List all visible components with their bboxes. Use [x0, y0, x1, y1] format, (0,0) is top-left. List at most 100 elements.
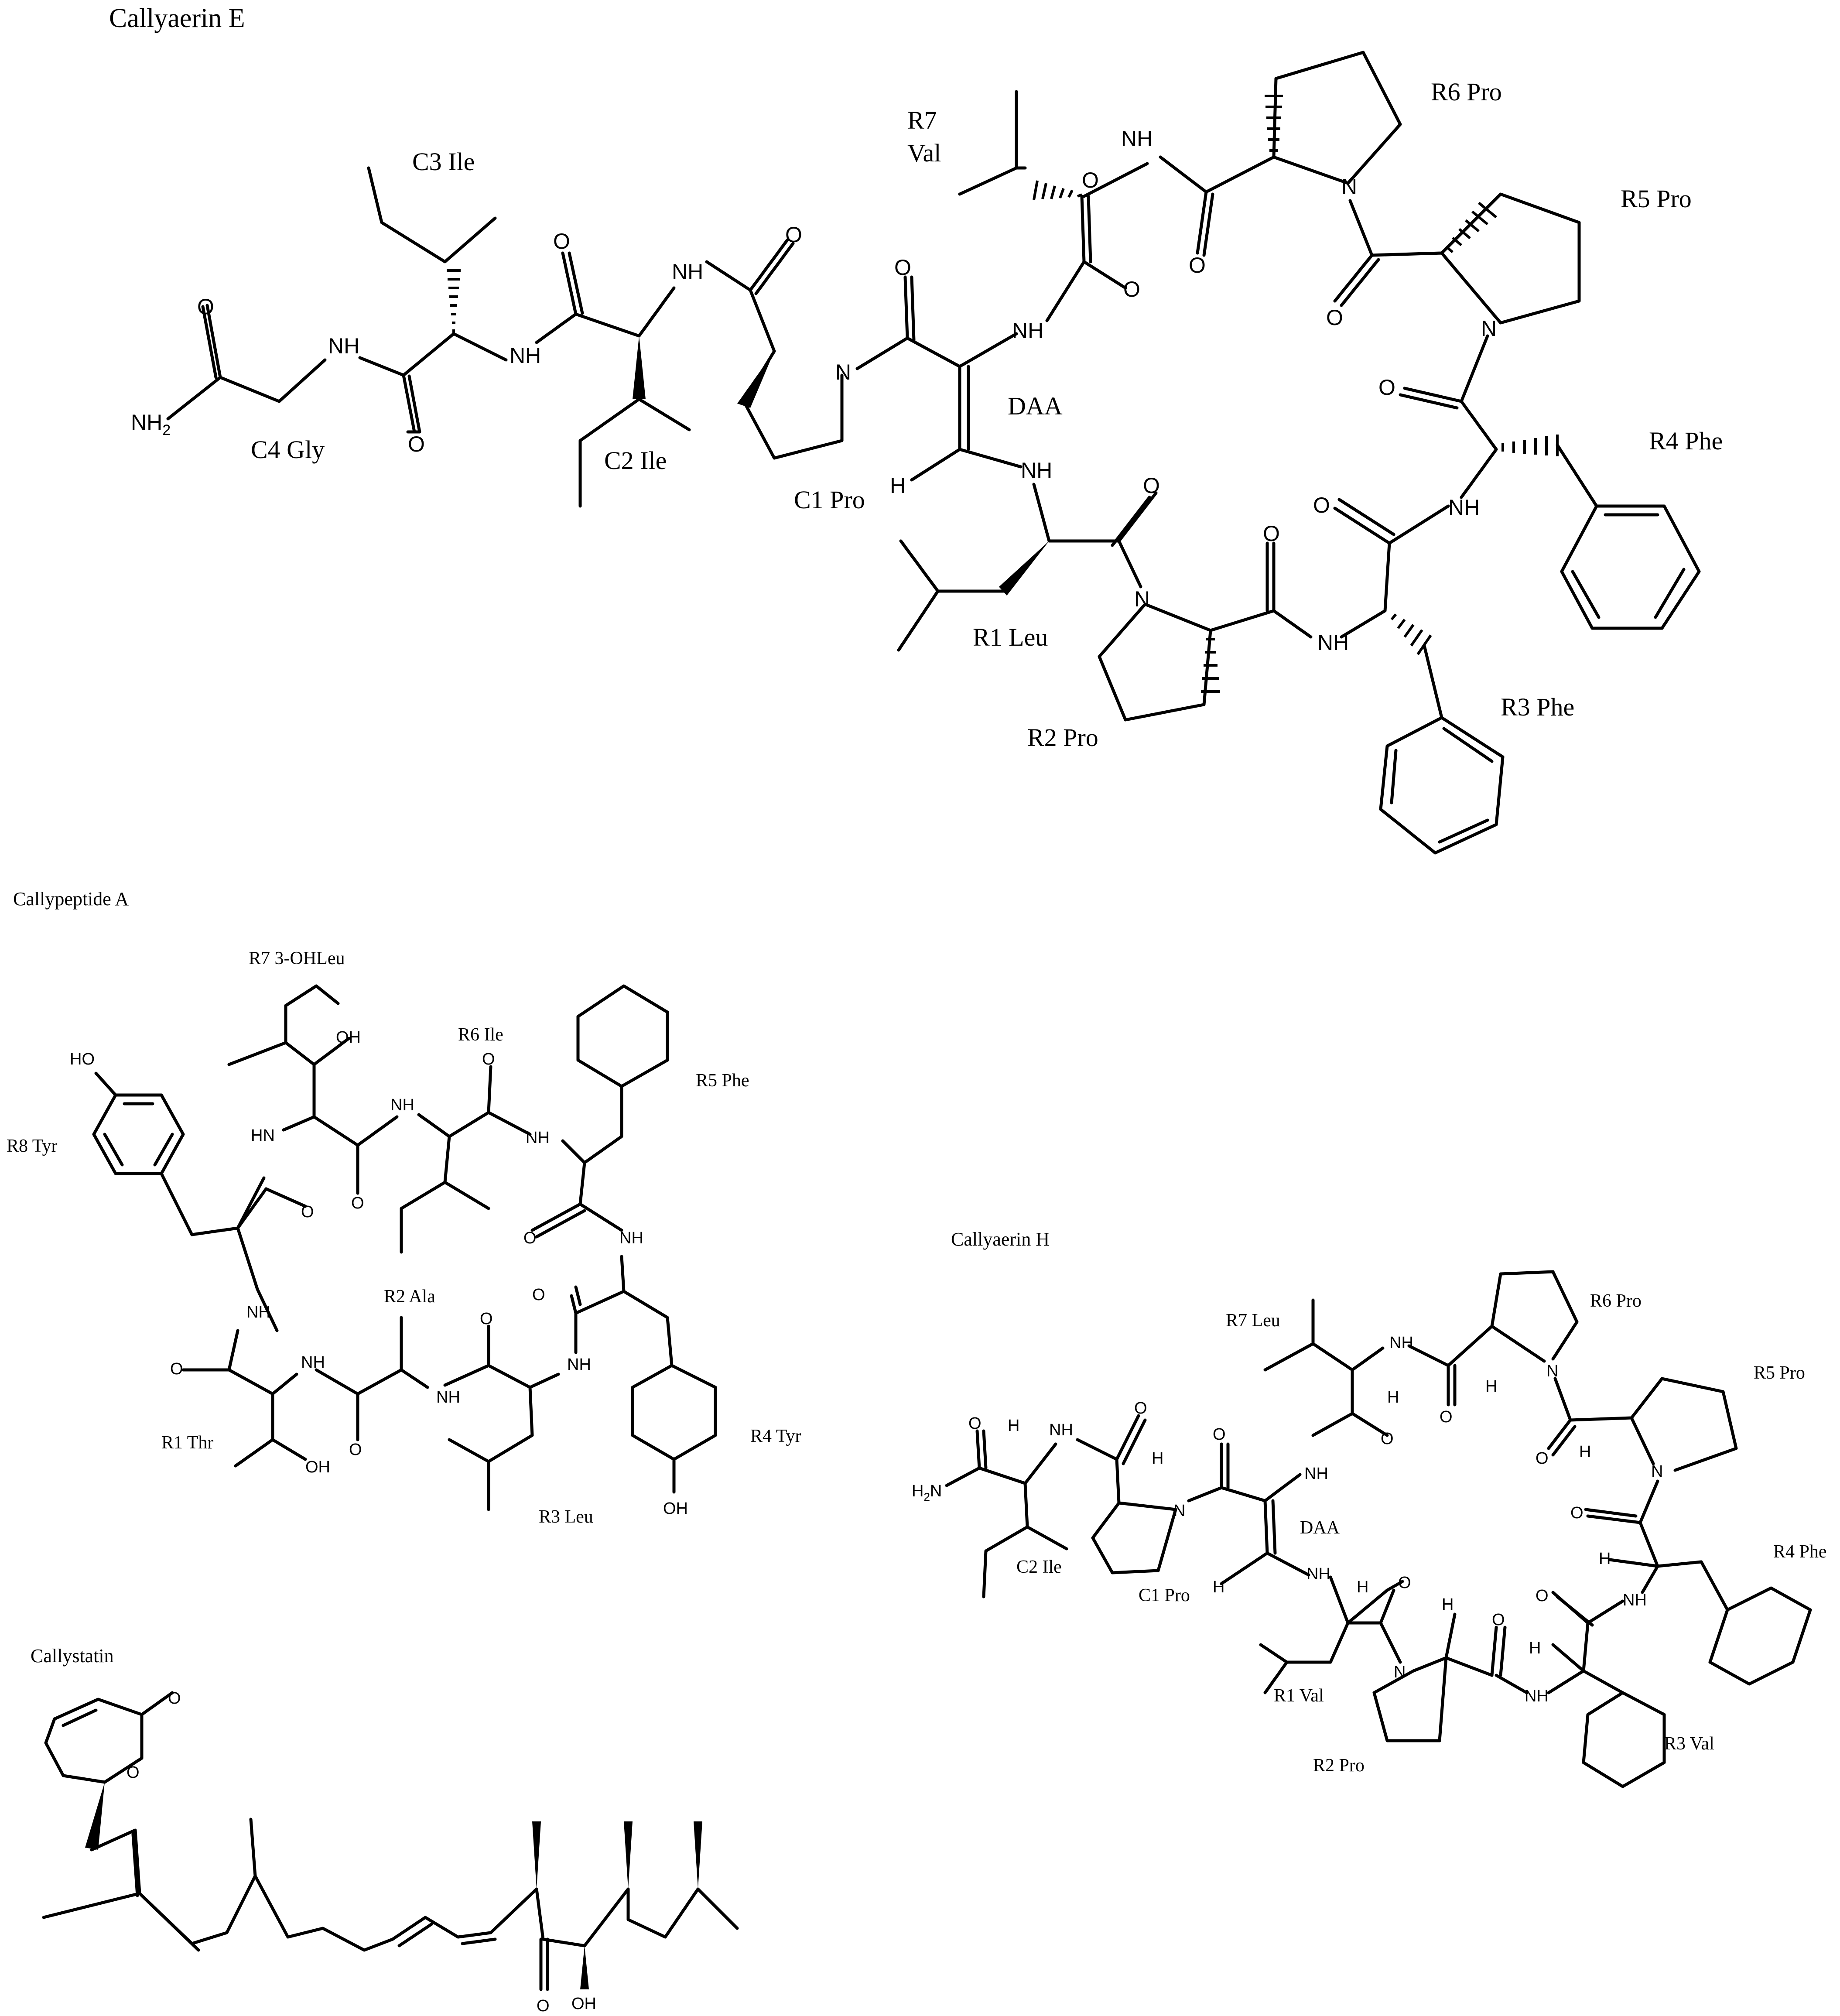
ch-r6-h: H — [1485, 1377, 1497, 1396]
c1-carbonyl-o: O — [785, 222, 802, 247]
callystatin-ketone-o: O — [537, 1997, 550, 2015]
callystatin-ring-o: O — [127, 1763, 140, 1782]
ch-daa-nh-bottom: NH — [1306, 1565, 1330, 1583]
r2-ring-n: N — [1134, 587, 1150, 611]
r2-hash-bond — [1201, 638, 1220, 693]
r6-label: R6 Pro — [1431, 78, 1502, 106]
ch-r1-label: R1 Val — [1274, 1686, 1324, 1706]
cpa-r4-nh: NH — [619, 1229, 643, 1247]
ch-r5-n: N — [1651, 1462, 1663, 1481]
ch-r3-h: H — [1529, 1639, 1541, 1657]
r7-label-line1: R7 — [907, 106, 937, 134]
r6-hash-bond — [1265, 95, 1283, 152]
callystatin-structure: Callystatin O O O OH — [31, 1645, 739, 2015]
cpa-r3-label: R3 Leu — [539, 1507, 593, 1527]
r1-carbonyl-o: O — [1143, 473, 1160, 498]
ch-c1-h: H — [1152, 1449, 1163, 1468]
ch-r2-h: H — [1442, 1595, 1454, 1614]
callystatin-title: Callystatin — [31, 1645, 114, 1667]
ch-r3-o: O — [1536, 1587, 1549, 1605]
callystatin-lactone-o: O — [168, 1689, 181, 1708]
r5-carbonyl-o: O — [1326, 305, 1343, 330]
daa-nh-bottom: NH — [1021, 458, 1052, 483]
cpa-r7-o: O — [351, 1194, 364, 1212]
ch-c2-h2n: H2N — [912, 1482, 942, 1503]
ch-r4-label: R4 Phe — [1773, 1542, 1827, 1562]
ch-r5-o: O — [1536, 1449, 1549, 1468]
daa-vinyl-h: H — [890, 473, 906, 498]
ch-r7-h: H — [1387, 1388, 1399, 1407]
ch-r2-o: O — [1492, 1611, 1505, 1629]
ch-r6-o: O — [1440, 1408, 1453, 1426]
callystatin-wedge-4 — [694, 1821, 702, 1889]
ch-r4-nh: NH — [1623, 1591, 1647, 1609]
r7-carbonyl-o: O — [1082, 168, 1099, 192]
callyaerin-e-title: Callyaerin E — [109, 3, 245, 33]
ch-c2-nh: NH — [1049, 1421, 1073, 1439]
r4-label: R4 Phe — [1649, 427, 1723, 455]
daa-label: DAA — [1008, 392, 1063, 420]
callyaerin-h-structure: Callyaerin H R7 Leu R6 Pro R5 Pro R4 Phe… — [912, 1229, 1827, 1788]
ch-r1-o: O — [1398, 1574, 1411, 1592]
callystatin-wedge-2 — [532, 1821, 541, 1889]
cpa-r6-o: O — [482, 1050, 495, 1068]
cpa-r1-nh: NH — [301, 1353, 325, 1372]
cpa-r3-o: O — [480, 1310, 493, 1328]
ch-c1-n: N — [1173, 1502, 1185, 1520]
cpa-r4-oh: OH — [663, 1499, 688, 1518]
callyaerin-h-title: Callyaerin H — [951, 1229, 1050, 1250]
cpa-r1-oh: OH — [305, 1458, 330, 1476]
ch-r3-nh: NH — [1525, 1687, 1549, 1705]
r5-hash-bond — [1445, 202, 1497, 253]
c4-nh2-label: NH2 — [131, 410, 171, 438]
r3-carbonyl-o: O — [1313, 493, 1330, 517]
ch-r6-label: R6 Pro — [1590, 1291, 1642, 1311]
ch-r2-label: R2 Pro — [1313, 1756, 1365, 1776]
cpa-r8-ho: HO — [70, 1050, 95, 1068]
ch-r5-h: H — [1579, 1443, 1591, 1461]
ch-r7-label: R7 Leu — [1226, 1311, 1280, 1331]
r7-hash-bond — [1033, 180, 1083, 200]
cpa-r8-o: O — [301, 1203, 314, 1221]
c1-ring-n: N — [835, 360, 851, 384]
ch-r3-label: R3 Val — [1664, 1734, 1714, 1754]
ch-c1-o: O — [1134, 1399, 1147, 1417]
cpa-r2-o: O — [349, 1441, 362, 1459]
ch-c2-amide-o: O — [968, 1414, 982, 1433]
cpa-r8-label: R8 Tyr — [7, 1136, 57, 1156]
callystatin-oh: OH — [571, 1995, 596, 2013]
cpa-r4-o: O — [532, 1286, 545, 1304]
r7-carbonyl-o-side: O — [1123, 277, 1140, 301]
callystatin-wedge-1 — [85, 1782, 105, 1850]
ch-c2-h: H — [1008, 1417, 1019, 1435]
callypeptide-a-structure: Callypeptide A R7 3-OHLeu R6 Ile R5 Phe … — [7, 888, 801, 1527]
r1-label: R1 Leu — [973, 623, 1048, 651]
cpa-r7-oh: OH — [336, 1028, 361, 1047]
r2-carbonyl-o: O — [1263, 521, 1280, 546]
r7-label-line2: Val — [907, 139, 941, 167]
cpa-r2-label: R2 Ala — [384, 1287, 435, 1307]
c2-label: C2 Ile — [604, 446, 667, 475]
r4-carbonyl-o: O — [1378, 375, 1395, 400]
cpa-r5-o: O — [523, 1229, 537, 1247]
r3-label: R3 Phe — [1501, 693, 1574, 721]
r5-ring-n: N — [1481, 316, 1497, 341]
ch-r6-n: N — [1546, 1362, 1558, 1380]
cpa-r5-nh: NH — [526, 1129, 550, 1147]
cpa-r2-nh: NH — [436, 1388, 460, 1407]
c2-wedge-bond — [633, 336, 646, 399]
r2-label: R2 Pro — [1027, 723, 1098, 752]
ch-daa-label: DAA — [1300, 1518, 1340, 1538]
ch-r1-h: H — [1357, 1578, 1368, 1596]
callypeptide-a-title: Callypeptide A — [13, 888, 129, 910]
c3-label: C3 Ile — [412, 147, 475, 176]
c3-nh-label: NH — [510, 343, 541, 368]
cpa-r1-o: O — [170, 1360, 183, 1378]
cpa-r6-label: R6 Ile — [458, 1025, 503, 1045]
c3-carbonyl-o: O — [408, 432, 425, 456]
ch-daa-o: O — [1213, 1425, 1226, 1444]
r3-nh-label: NH — [1317, 630, 1349, 655]
r4-nh-label: NH — [1448, 495, 1480, 520]
ch-r7-o: O — [1381, 1430, 1394, 1448]
